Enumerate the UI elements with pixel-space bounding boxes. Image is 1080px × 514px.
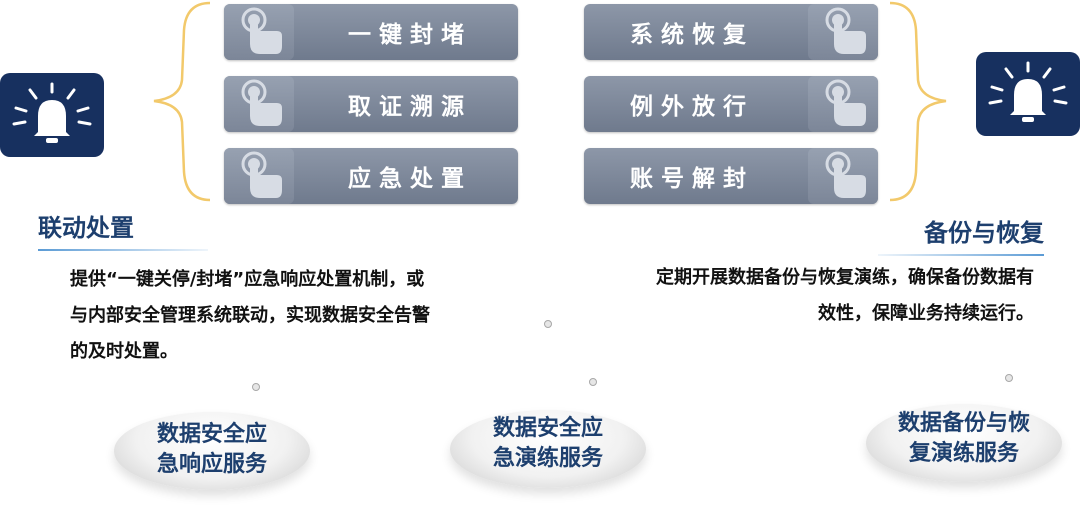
exception-allow-button[interactable]: 例外放行 (584, 76, 878, 132)
press-hand-icon (808, 148, 878, 204)
button-label: 应急处置 (348, 166, 472, 192)
system-restore-button[interactable]: 系统恢复 (584, 4, 878, 60)
decor-dot (1005, 374, 1013, 382)
button-label: 例外放行 (630, 94, 754, 120)
desc-line: 效性，保障业务持续运行。 (818, 303, 1034, 324)
linkage-handling-heading: 联动处置 (38, 214, 134, 242)
button-label: 一键封堵 (348, 22, 472, 48)
service-ellipse (114, 412, 310, 490)
desc-line: 的及时处置。 (70, 341, 178, 362)
button-label: 系统恢复 (630, 22, 754, 48)
right-alarm-bell-icon (976, 52, 1080, 136)
desc-line: 与内部安全管理系统联动，实现数据安全告警 (70, 305, 430, 326)
service-line: 复演练服务 (908, 441, 1019, 466)
service-line: 急演练服务 (492, 446, 603, 471)
decor-dot (589, 378, 597, 386)
service-line: 数据安全应 (492, 416, 603, 441)
left-alarm-bell-icon (0, 73, 104, 157)
decor-dot (544, 320, 552, 328)
press-hand-icon (808, 76, 878, 132)
emergency-drill-service: 数据安全应 急演练服务 (450, 414, 646, 474)
service-line: 数据安全应 (156, 422, 267, 447)
desc-line: 提供“一键关停/封堵”应急响应处置机制，或 (70, 269, 425, 290)
service-line: 数据备份与恢 (897, 411, 1030, 436)
button-label: 取证溯源 (348, 94, 472, 120)
backup-restore-heading: 备份与恢复 (924, 219, 1044, 247)
press-hand-icon (224, 148, 294, 204)
backup-drill-service: 数据备份与恢 复演练服务 (860, 409, 1068, 469)
press-hand-icon (224, 4, 294, 60)
right-bracket (889, 1, 947, 202)
forensic-trace-button[interactable]: 取证溯源 (224, 76, 518, 132)
press-hand-icon (224, 76, 294, 132)
service-ellipse (450, 410, 646, 488)
heading-underline (878, 254, 1044, 256)
linkage-handling-description: 提供“一键关停/封堵”应急响应处置机制，或 与内部安全管理系统联动，实现数据安全… (70, 262, 540, 370)
service-ellipse (866, 404, 1062, 482)
emergency-response-service: 数据安全应 急响应服务 (114, 420, 310, 480)
backup-restore-description: 定期开展数据备份与恢复演练，确保备份数据有 效性，保障业务持续运行。 (590, 260, 1034, 332)
one-click-block-button[interactable]: 一键封堵 (224, 4, 518, 60)
desc-line: 定期开展数据备份与恢复演练，确保备份数据有 (656, 267, 1034, 288)
service-line: 急响应服务 (156, 452, 267, 477)
heading-underline (38, 249, 208, 251)
emergency-handling-button[interactable]: 应急处置 (224, 148, 518, 204)
left-bracket (153, 1, 211, 202)
account-unblock-button[interactable]: 账号解封 (584, 148, 878, 204)
press-hand-icon (808, 4, 878, 60)
decor-dot (252, 383, 260, 391)
button-label: 账号解封 (630, 166, 754, 192)
